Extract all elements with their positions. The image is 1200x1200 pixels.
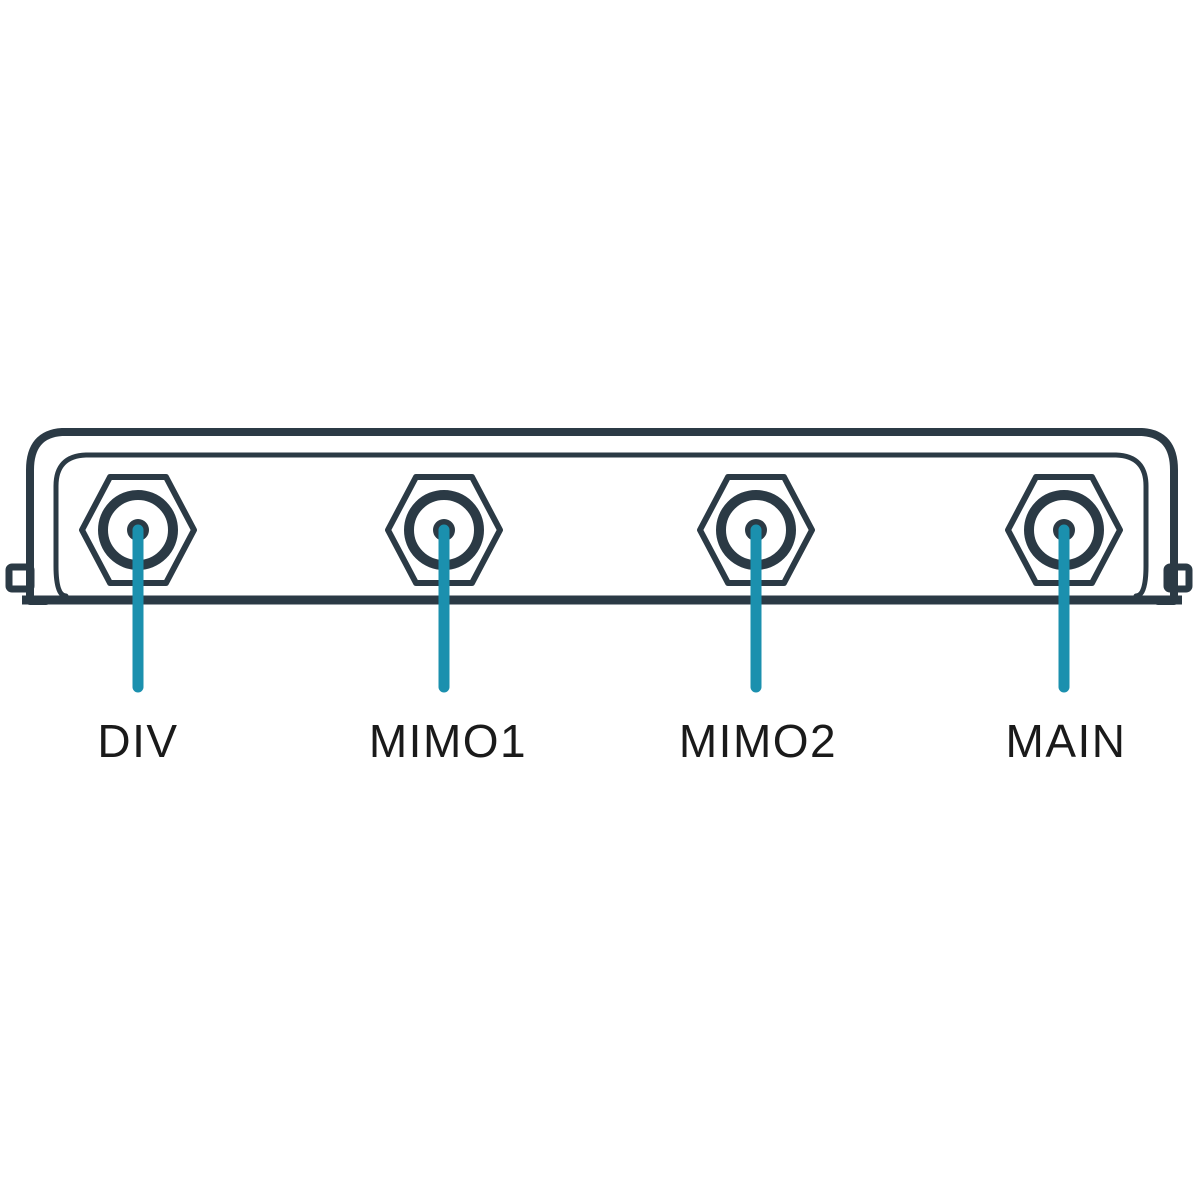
housing-outer-outline [26,428,1178,605]
callout-lines-group [132,524,1070,693]
port-label-mimo1: MIMO1 [369,715,527,767]
housing-inner-outline [53,452,1149,599]
port-label-main: MAIN [1006,715,1127,767]
antenna-housing-group [5,428,1193,605]
port-label-mimo2: MIMO2 [679,715,837,767]
port-labels-group: DIV MIMO1 MIMO2 MAIN [97,715,1127,767]
port-label-div: DIV [97,715,178,767]
